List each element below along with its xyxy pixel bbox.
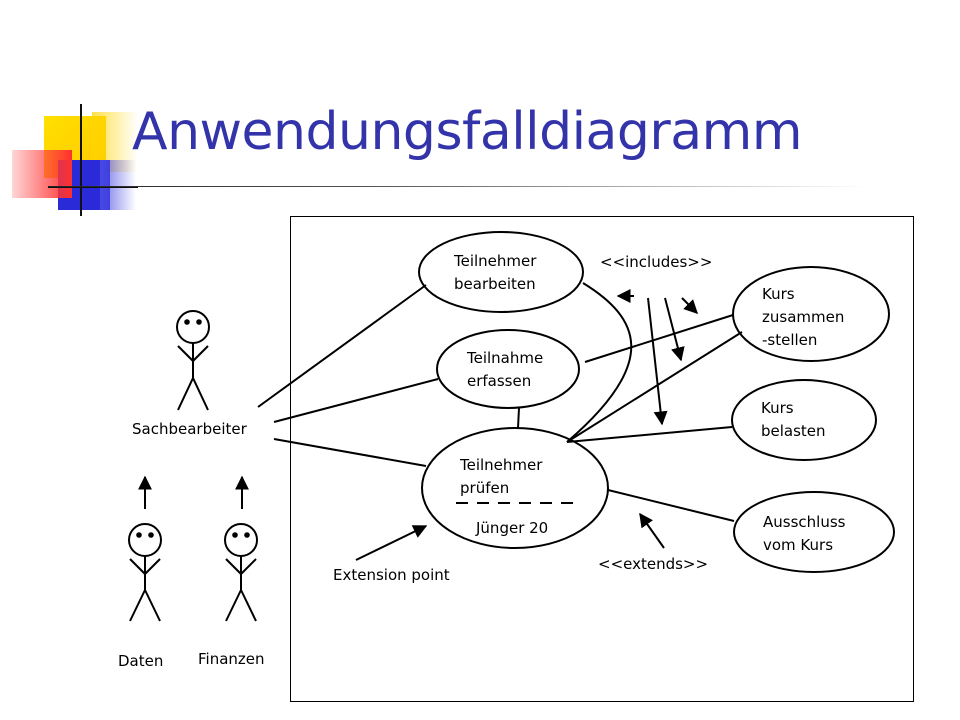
association-pruefen-belasten (566, 426, 733, 443)
usecase-label-line: Ausschluss (763, 513, 846, 531)
extension-point-arrow (355, 525, 428, 561)
usecase-kurs-zusammenstellen (732, 266, 890, 362)
association-erfassen-pruefen (517, 407, 520, 429)
usecase-teilnehmer-bearbeiten (418, 231, 584, 313)
actor-daten-label: Daten (118, 652, 164, 670)
association-pruefen-zusammenstellen (566, 331, 743, 443)
actor-sachbearbeiter-figure (176, 310, 210, 411)
usecase-label-line: prüfen (460, 479, 510, 497)
deco-vertical-line (80, 104, 82, 216)
usecase-label-line: Teilnahme (467, 349, 544, 367)
deco-red-block (12, 150, 72, 198)
association-bearbeiten-pruefen-curve (566, 282, 633, 443)
usecase-label-line: Teilnehmer (454, 252, 537, 270)
usecase-teilnahme-erfassen (436, 329, 580, 409)
actor-sachbearbeiter-label: Sachbearbeiter (132, 420, 247, 438)
usecase-label-line: erfassen (467, 372, 532, 390)
usecase-label-line: Kurs (762, 285, 795, 303)
extension-point-label: Extension point (333, 566, 450, 584)
title-underline (48, 186, 868, 187)
includes-arrow-down-1 (647, 297, 668, 426)
usecase-label-line: belasten (761, 422, 826, 440)
association-erfassen-zusammenstellen (584, 314, 734, 363)
usecase-kurs-zusammenstellen-label: Kurs zusammen -stellen (762, 283, 844, 352)
usecase-label-line: Kurs (761, 399, 794, 417)
extension-condition-label: Jünger 20 (476, 519, 549, 537)
extends-arrow (639, 512, 665, 549)
includes-arrow-down-2 (664, 297, 685, 362)
actor-finanzen-figure (224, 523, 258, 622)
usecase-label-line: -stellen (762, 331, 818, 349)
usecase-teilnehmer-bearbeiten-label: Teilnehmer bearbeiten (454, 250, 536, 296)
association-sachbearbeiter-pruefen (273, 438, 427, 467)
system-boundary (290, 216, 914, 702)
usecase-label-line: Teilnehmer (460, 456, 543, 474)
usecase-teilnehmer-pruefen-label: Teilnehmer prüfen (460, 454, 542, 500)
actor-daten-figure (128, 523, 162, 622)
deco-blue-fade (100, 160, 136, 210)
usecase-kurs-belasten-label: Kurs belasten (761, 397, 826, 443)
association-pruefen-ausschluss (607, 489, 735, 522)
page-title: Anwendungsfalldiagramm (132, 102, 802, 162)
association-sachbearbeiter-erfassen (273, 378, 439, 423)
deco-horizontal-line (48, 186, 138, 188)
usecase-ausschluss-vom-kurs (733, 491, 895, 573)
includes-arrow-diagonal (681, 297, 698, 314)
usecase-teilnahme-erfassen-label: Teilnahme erfassen (467, 347, 543, 393)
usecase-label-line: vom Kurs (763, 536, 834, 554)
usecase-label-line: zusammen (762, 308, 845, 326)
usecase-label-line: bearbeiten (454, 275, 536, 293)
usecase-kurs-belasten (731, 379, 877, 461)
association-sachbearbeiter-bearbeiten (257, 284, 427, 408)
extends-stereotype-label: <<extends>> (598, 555, 709, 573)
usecase-ausschluss-vom-kurs-label: Ausschluss vom Kurs (763, 511, 845, 557)
usecase-teilnehmer-pruefen (421, 427, 609, 549)
includes-stereotype-label: <<includes>> (600, 253, 713, 271)
actor-finanzen-label: Finanzen (198, 650, 265, 668)
